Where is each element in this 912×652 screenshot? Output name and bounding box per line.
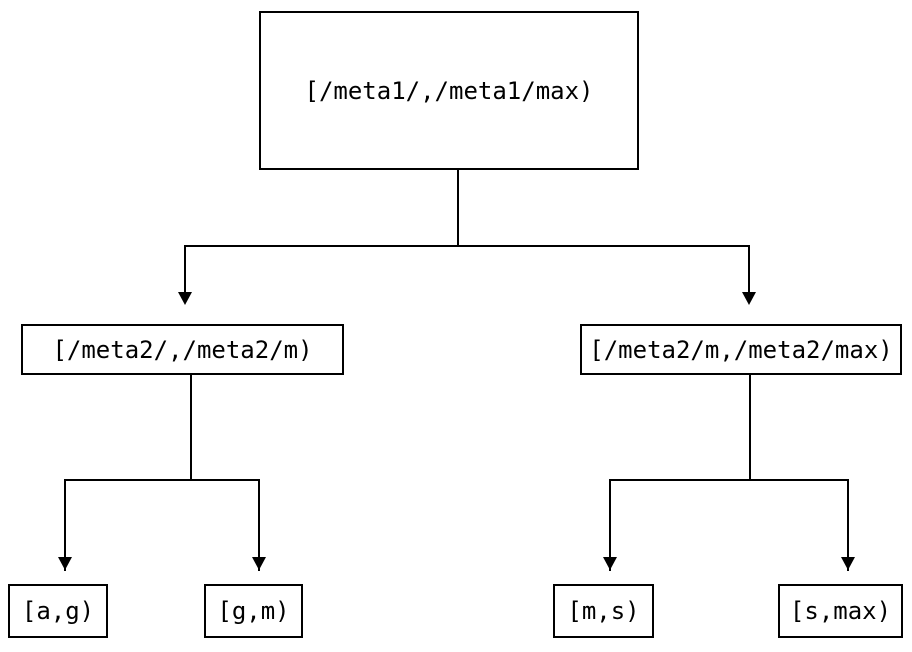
tree-node-root-label: [/meta1/,/meta1/max): [304, 76, 594, 105]
tree-node-left-mid[interactable]: [/meta2/,/meta2/m): [21, 324, 344, 375]
tree-node-leaf-ag[interactable]: [a,g): [8, 584, 108, 638]
edge-right-mid-to-leaf-smax: [847, 479, 849, 571]
arrowhead-root-to-left-mid-icon: [178, 292, 192, 305]
tree-node-right-mid[interactable]: [/meta2/m,/meta2/max): [580, 324, 902, 375]
tree-node-leaf-smax-label: [s,max): [789, 597, 892, 625]
arrowhead-left-mid-to-leaf-gm-icon: [252, 557, 266, 570]
arrowhead-root-to-right-mid-icon: [742, 292, 756, 305]
tree-node-leaf-gm[interactable]: [g,m): [204, 584, 303, 638]
edge-root-stem: [457, 169, 459, 247]
edge-left-mid-to-leaf-ag: [64, 479, 66, 571]
edge-left-mid-stem: [190, 375, 192, 481]
edge-left-mid-to-leaf-gm: [258, 479, 260, 571]
tree-node-right-mid-label: [/meta2/m,/meta2/max): [589, 335, 893, 364]
arrowhead-right-mid-to-leaf-smax-icon: [841, 557, 855, 570]
edge-right-mid-to-leaf-ms: [609, 479, 611, 571]
edge-right-mid-stem: [749, 375, 751, 481]
edge-root-crossbar: [184, 245, 750, 247]
tree-node-leaf-ms[interactable]: [m,s): [553, 584, 654, 638]
tree-node-leaf-gm-label: [g,m): [217, 597, 290, 625]
edge-root-to-right-mid: [748, 245, 750, 292]
tree-node-leaf-ms-label: [m,s): [567, 597, 640, 625]
tree-node-root[interactable]: [/meta1/,/meta1/max): [259, 11, 639, 170]
tree-node-leaf-smax[interactable]: [s,max): [778, 584, 903, 638]
arrowhead-left-mid-to-leaf-ag-icon: [58, 557, 72, 570]
tree-node-leaf-ag-label: [a,g): [21, 597, 95, 625]
edge-left-mid-crossbar: [64, 479, 260, 481]
tree-node-left-mid-label: [/meta2/,/meta2/m): [52, 335, 313, 364]
edge-root-to-left-mid: [184, 245, 186, 292]
edge-right-mid-crossbar: [609, 479, 849, 481]
arrowhead-right-mid-to-leaf-ms-icon: [603, 557, 617, 570]
